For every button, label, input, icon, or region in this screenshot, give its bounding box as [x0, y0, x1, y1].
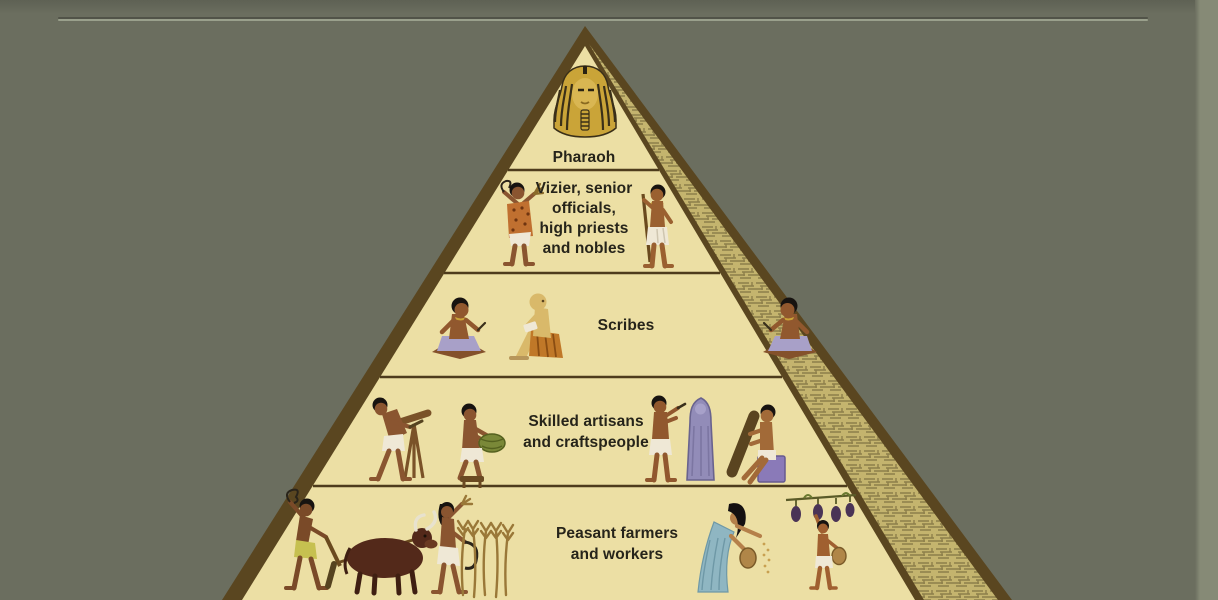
tier-dividers	[313, 168, 847, 488]
scribe-center-figure	[509, 293, 563, 360]
stone-polisher-figure	[726, 404, 786, 485]
top-shade	[0, 0, 1218, 14]
statue	[686, 397, 715, 481]
pyramid-front-face	[242, 46, 915, 600]
grape-vine	[785, 492, 857, 522]
tier-label-artisans: Skilled artisans and craftspeople	[523, 413, 649, 451]
screen-edge-line	[58, 19, 1148, 21]
plowman-figure	[284, 488, 342, 591]
noble-figure	[641, 184, 674, 269]
vizier-priest-figure	[500, 179, 545, 267]
basket-weaver-figure	[457, 403, 506, 488]
tier-label-peasants: Peasant farmers and workers	[555, 525, 679, 563]
wheat-stalks	[456, 519, 515, 599]
sowing-woman-figure	[697, 503, 771, 593]
tier-label-pharaoh: Pharaoh	[552, 149, 616, 166]
frame-right-edge	[1195, 0, 1218, 600]
grape-picker-boy-figure	[785, 492, 857, 591]
tier-label-vizier: Vizier, senior officials, high priests a…	[535, 180, 633, 257]
tier-label-scribes: Scribes	[597, 317, 655, 334]
sculptor-figure	[645, 395, 687, 483]
carpenter-figure	[369, 397, 432, 482]
ox	[339, 510, 438, 596]
pharaoh-mask	[553, 65, 617, 138]
